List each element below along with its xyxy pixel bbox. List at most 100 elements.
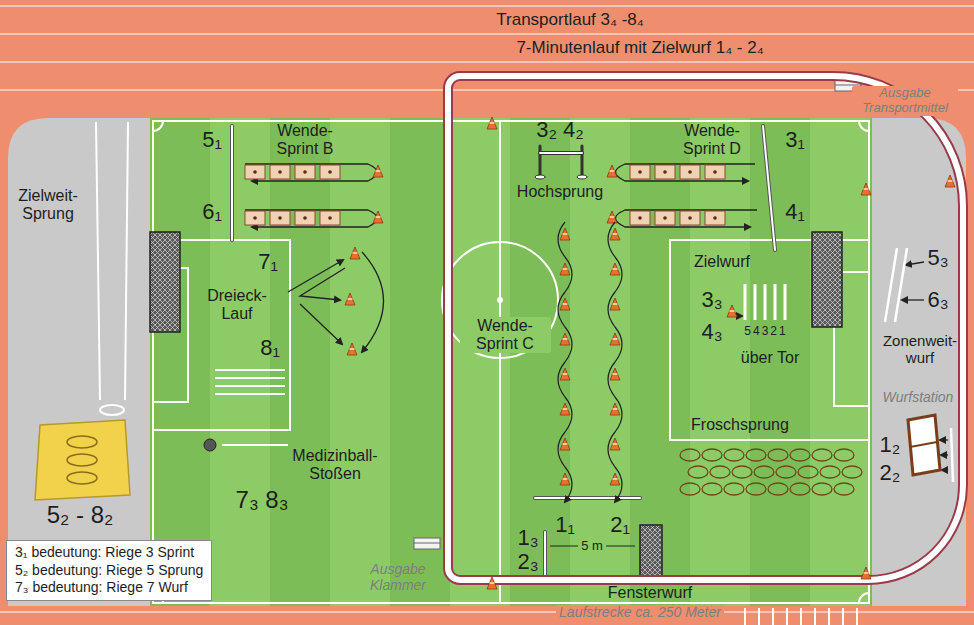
- cone: [560, 333, 570, 345]
- legend-text: 7₃ bedeutung: Riege 7 Wurf: [15, 579, 203, 597]
- riege-number: 3₂ 4₂: [536, 118, 584, 143]
- mini-hurdle-dot: [328, 170, 332, 174]
- take-off-ring: [100, 405, 124, 415]
- hoop: [710, 466, 730, 478]
- mini-hurdle: [655, 211, 675, 225]
- cone: [610, 263, 620, 275]
- mini-hurdle: [270, 211, 290, 225]
- generated-marks: [245, 117, 955, 589]
- riege-number: 8₁: [260, 336, 280, 361]
- mini-hurdle: [245, 165, 265, 179]
- legend-text: 5₂ bedeutung: Riege 5 Sprung: [15, 562, 203, 580]
- cone-band: [376, 216, 381, 217]
- riege-number: 4₁: [785, 200, 805, 225]
- run-arrows: [245, 164, 948, 470]
- cone: [350, 247, 360, 259]
- mini-hurdle: [270, 165, 290, 179]
- legend-box: 3₁ bedeutung: Riege 3 Sprint5₂ bedeutung…: [6, 540, 212, 601]
- riege-number: 7₃ 8₃: [236, 487, 289, 514]
- station-label: Medizinball- Stoßen: [280, 447, 390, 483]
- mini-hurdle: [630, 211, 650, 225]
- station-label: Wende- Sprint C: [460, 317, 551, 353]
- mini-hurdle-dot: [663, 216, 667, 220]
- mini-hurdle-dot: [713, 216, 717, 220]
- cone-band: [610, 216, 615, 217]
- cone: [607, 211, 617, 223]
- hoop: [754, 466, 774, 478]
- mini-hurdle: [320, 211, 340, 225]
- run-loop: [448, 76, 963, 580]
- jump-lane: [96, 122, 128, 400]
- cone: [560, 438, 570, 450]
- cone: [347, 343, 357, 355]
- start-marks: [745, 608, 857, 625]
- issue-box: [414, 80, 861, 549]
- mini-hurdle: [295, 165, 315, 179]
- hoop: [746, 449, 766, 461]
- mini-hurdle: [655, 165, 675, 179]
- cone: [610, 368, 620, 380]
- cone: [373, 165, 383, 177]
- cone: [560, 403, 570, 415]
- cone: [373, 211, 383, 223]
- slalom-arrow: [558, 222, 572, 502]
- note-label: Wurfstation: [883, 390, 954, 406]
- cone: [610, 438, 620, 450]
- cone-band: [613, 373, 618, 374]
- station-label: 5 m: [578, 539, 606, 554]
- hoop: [680, 449, 700, 461]
- cone-band: [613, 443, 618, 444]
- hoop: [842, 466, 862, 478]
- mini-hurdle: [680, 165, 700, 179]
- cone-band: [563, 478, 568, 479]
- note-label: Ausgabe Transportmittel: [852, 86, 958, 115]
- cone-band: [613, 303, 618, 304]
- riege-number: 3₃: [701, 288, 722, 313]
- cone: [345, 293, 355, 305]
- cone-band: [610, 170, 615, 171]
- station-label: 54321: [744, 325, 787, 338]
- window-goal: [640, 525, 662, 578]
- mini-hurdle-dot: [303, 216, 307, 220]
- hoop: [776, 466, 796, 478]
- hoop: [680, 483, 700, 495]
- riege-number: 1₁: [555, 513, 575, 538]
- cone: [610, 298, 620, 310]
- cone-band: [353, 252, 358, 253]
- riege-number: 2₂: [880, 461, 901, 486]
- slalom-arrow: [608, 222, 622, 502]
- mini-hurdle-dot: [303, 170, 307, 174]
- station-label: Zonenweit- wurf: [873, 333, 968, 367]
- mini-hurdle: [245, 211, 265, 225]
- hoop: [834, 483, 854, 495]
- mini-hurdle-dot: [278, 216, 282, 220]
- cone-band: [563, 303, 568, 304]
- pitch-stripes: [150, 118, 872, 606]
- cone: [560, 473, 570, 485]
- pitch: [150, 118, 872, 606]
- cone-band: [613, 268, 618, 269]
- mini-hurdle-dot: [278, 170, 282, 174]
- hoop: [702, 449, 722, 461]
- riege-number: 1₂: [880, 433, 901, 458]
- cone: [560, 263, 570, 275]
- cone: [607, 165, 617, 177]
- landing-mat: [35, 420, 130, 500]
- pitch-lines: [153, 121, 869, 603]
- hoop: [724, 449, 744, 461]
- mini-hurdle: [680, 211, 700, 225]
- station-label: Dreieck- Lauf: [202, 287, 272, 323]
- station-label: Zielweit- Sprung: [3, 187, 93, 223]
- mini-hurdle-dot: [638, 216, 642, 220]
- riege-number: 4₃: [701, 320, 722, 345]
- hoop: [732, 466, 752, 478]
- riege-number: 6₃: [927, 288, 948, 313]
- hoop: [768, 483, 788, 495]
- mini-hurdle-dot: [688, 216, 692, 220]
- goal-net: [150, 232, 180, 332]
- cone-band: [376, 170, 381, 171]
- medicine-ball: [204, 439, 216, 451]
- station-label: Hochsprung: [517, 183, 603, 201]
- cone: [487, 577, 497, 589]
